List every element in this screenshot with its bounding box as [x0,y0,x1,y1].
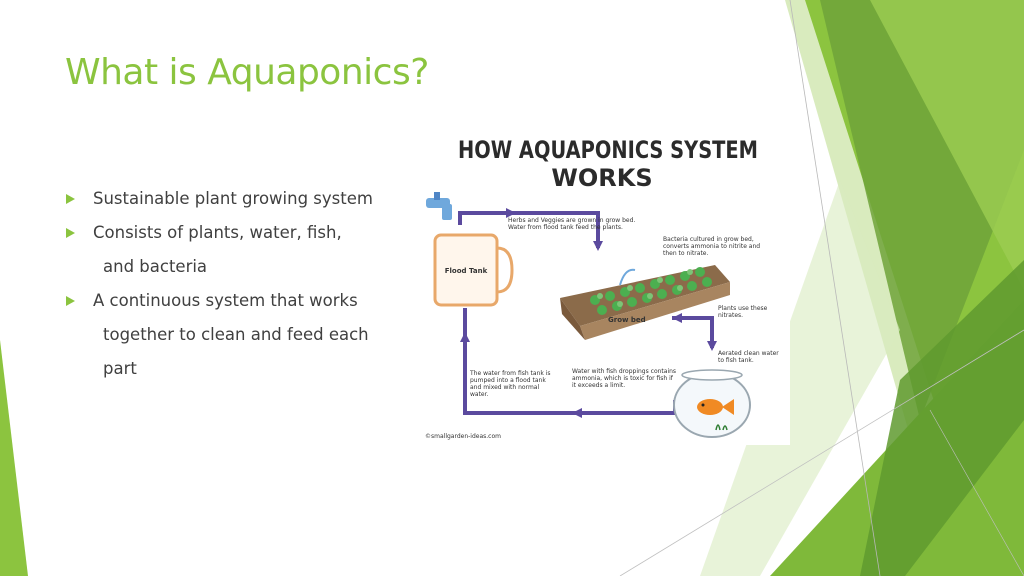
bullet-text-line: and bacteria [103,257,208,276]
slide-title: What is Aquaponics? [65,52,429,93]
grow-bed-illustration [560,265,730,340]
deco-green-lower-dark [860,260,1024,576]
caption-herbs: Herbs and Veggies are grown in grow bed.… [508,217,635,231]
caption-droppings-line: ammonia, which is toxic for fish if [572,375,674,382]
bullet-item: Consists of plants, water, fish, and bact… [66,216,396,284]
bullet-arrow-icon [66,228,75,238]
grow-bed-label: Grow bed [608,316,646,324]
flow-arrow [572,408,582,418]
deco-thin-line [789,0,881,576]
caption-herbs-line: Water from flood tank feed the plants. [508,224,623,231]
bullet-text-line: Sustainable plant growing system [93,189,373,208]
caption-aerated-line: Aerated clean water [718,350,779,357]
deco-green-left-strip [0,340,28,576]
caption-bacteria-line: converts ammonia to nitrite and [663,243,760,250]
bullet-item: Sustainable plant growing system [66,182,396,216]
aquaponics-diagram: HOW AQUAPONICS SYSTEM WORKS Flood Tank [420,130,790,445]
caption-bacteria-line: Bacteria cultured in grow bed, [663,236,754,243]
image-credit: ©smallgarden-ideas.com [425,433,501,440]
bullet-text-line: A continuous system that works [93,291,358,310]
caption-plants-line: nitrates. [718,312,743,319]
diagram-title-line2: WORKS [551,164,652,192]
bullet-text-line: Consists of plants, water, fish, [93,223,342,242]
deco-green-band-mid [870,0,1024,290]
caption-herbs-line: Herbs and Veggies are grown in grow bed. [508,217,635,224]
flow-arrow [460,332,470,342]
deco-thin-line [619,329,1024,576]
bullet-arrow-icon [66,296,75,306]
caption-droppings-line: it exceeds a limit. [572,382,625,389]
caption-droppings-line: Water with fish droppings contains [572,368,676,375]
caption-pumped-line: pumped into a flood tank [470,377,546,384]
flow-arrow [707,341,717,351]
caption-aerated-line: to fish tank. [718,357,754,364]
caption-bacteria: Bacteria cultured in grow bed,converts a… [663,236,760,257]
flow-arrow [672,313,682,323]
bullet-arrow-icon [66,194,75,204]
deco-thin-line [929,409,1024,576]
caption-plants-line: Plants use these [718,305,768,312]
bullet-text-line: part [103,359,137,378]
caption-bacteria-line: then to nitrate. [663,250,708,257]
flood-tank-label: Flood Tank [445,267,488,275]
caption-pumped-line: and mixed with normal [470,384,539,391]
caption-pumped-line: The water from fish tank is [469,370,551,377]
bullet-text-line: together to clean and feed each [103,325,369,344]
flood-tank-icon [433,233,514,307]
flow-arrow [506,208,516,218]
caption-pumped-line: water. [470,391,489,398]
fish-bowl-icon [673,369,751,438]
faucet-icon [426,192,452,220]
deco-green-lower-pale [700,180,900,576]
flow-arrow [593,241,603,251]
diagram-title-line1: HOW AQUAPONICS SYSTEM [458,136,758,164]
bullet-item: A continuous system that works together t… [66,284,396,386]
